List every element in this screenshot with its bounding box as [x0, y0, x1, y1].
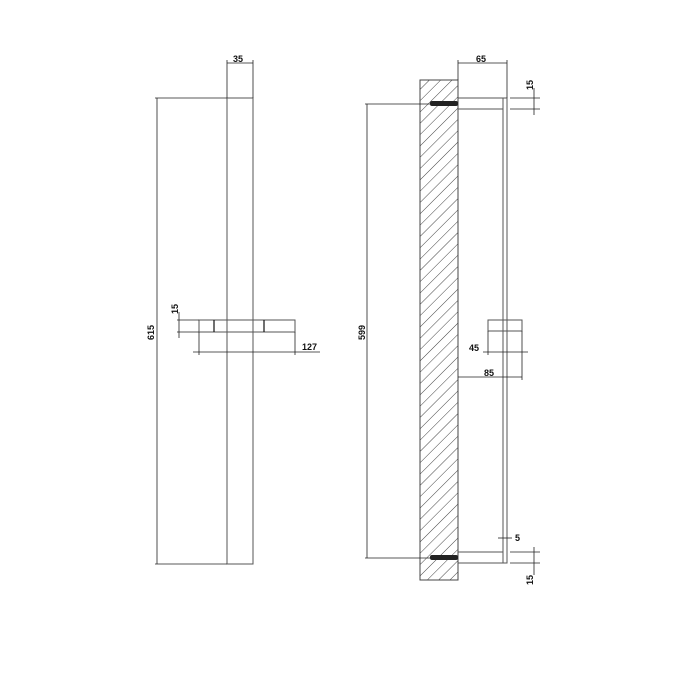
dim-bar-thickness: 5	[515, 533, 520, 543]
dim-holder-projection: 85	[484, 368, 494, 378]
wall-anchor-top	[430, 101, 458, 106]
dim-top-bracket: 15	[525, 80, 535, 90]
side-view: 65 15 599 45 85 5 15	[357, 54, 540, 585]
wall-anchor-bottom	[430, 555, 458, 560]
dim-holder-width: 127	[302, 342, 317, 352]
dim-holder-depth: 45	[469, 343, 479, 353]
dim-holder-thickness: 15	[170, 304, 180, 314]
dim-bar-width: 35	[233, 54, 243, 64]
dim-total-height: 615	[146, 325, 156, 340]
wall-section	[419, 79, 459, 581]
hand-shower-holder	[198, 319, 296, 333]
front-view: 35 615 15 127	[146, 54, 320, 565]
dim-bottom-bracket: 15	[525, 575, 535, 585]
dim-projection: 65	[476, 54, 486, 64]
holder-side	[487, 319, 523, 332]
dim-mount-spacing: 599	[357, 325, 367, 340]
slide-bar	[226, 97, 254, 565]
